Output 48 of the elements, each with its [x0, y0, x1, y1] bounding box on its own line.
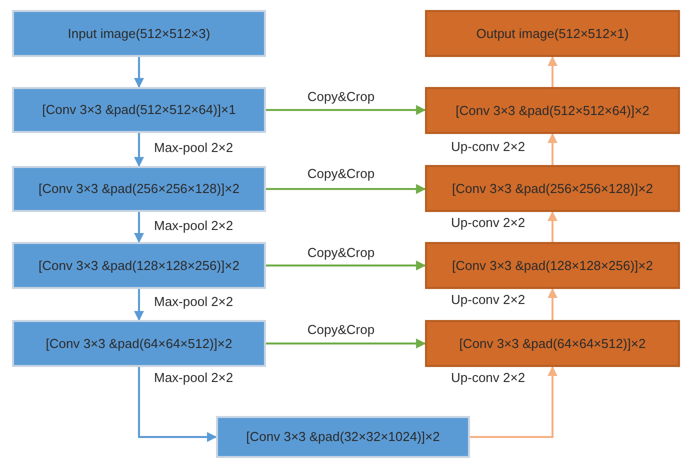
- layer-box: [12, 10, 266, 57]
- arrow: [138, 367, 217, 442]
- layer-box: [425, 165, 680, 212]
- edge-label: Copy&Crop: [305, 245, 377, 261]
- arrow: [548, 211, 558, 242]
- arrow: [134, 133, 144, 167]
- layer-label: [Conv 3×3 &pad(256×256×128)]×2: [38, 180, 240, 198]
- arrow: [134, 212, 144, 243]
- edge-label: Max-pool 2×2: [152, 294, 236, 310]
- layer-label: [Conv 3×3 &pad(64×64×512)]×2: [459, 334, 646, 353]
- layer-label: [Conv 3×3 &pad(512×512×64)]×2: [456, 102, 650, 120]
- layer-label: Input image(512×512×3): [68, 24, 210, 43]
- layer-box: [216, 416, 470, 458]
- arrow: [548, 288, 558, 320]
- layer-label: [Conv 3×3 &pad(32×32×1024)]×2: [246, 428, 440, 446]
- layer-box: [12, 87, 266, 133]
- layer-box: [425, 87, 680, 134]
- arrow: [266, 184, 426, 194]
- arrow: [470, 366, 558, 438]
- layer-box: [12, 320, 266, 367]
- arrow: [266, 260, 426, 270]
- arrow: [266, 338, 426, 348]
- edge-label: Max-pool 2×2: [152, 218, 236, 234]
- arrow: [548, 56, 558, 87]
- layer-box: [425, 10, 680, 57]
- layer-label: [Conv 3×3 &pad(128×128×256)]×2: [38, 256, 240, 275]
- layer-label: [Conv 3×3 &pad(64×64×512)]×2: [46, 334, 232, 353]
- arrow: [134, 289, 144, 321]
- layer-box: [12, 166, 266, 212]
- edge-label: Up-conv 2×2: [449, 292, 528, 308]
- edge-label: Up-conv 2×2: [449, 139, 528, 155]
- layer-box: [12, 242, 266, 289]
- layer-box: [425, 242, 680, 289]
- layer-label: [Conv 3×3 &pad(256×256×128)]×2: [452, 180, 653, 198]
- layer-label: [Conv 3×3 &pad(128×128×256)]×2: [452, 256, 653, 275]
- edge-label: Max-pool 2×2: [152, 370, 236, 386]
- arrow: [134, 57, 144, 88]
- layer-box: [425, 320, 680, 367]
- arrow: [548, 133, 558, 165]
- edge-label: Up-conv 2×2: [449, 370, 528, 386]
- edge-label: Copy&Crop: [305, 166, 377, 182]
- layer-label: [Conv 3×3 &pad(512×512×64)]×1: [42, 101, 236, 120]
- edge-label: Copy&Crop: [305, 322, 377, 338]
- edge-label: Up-conv 2×2: [449, 215, 528, 231]
- layer-label: Output image(512×512×1): [476, 24, 629, 43]
- arrow: [266, 105, 426, 115]
- edge-label: Copy&Crop: [305, 89, 377, 105]
- edge-label: Max-pool 2×2: [152, 140, 236, 156]
